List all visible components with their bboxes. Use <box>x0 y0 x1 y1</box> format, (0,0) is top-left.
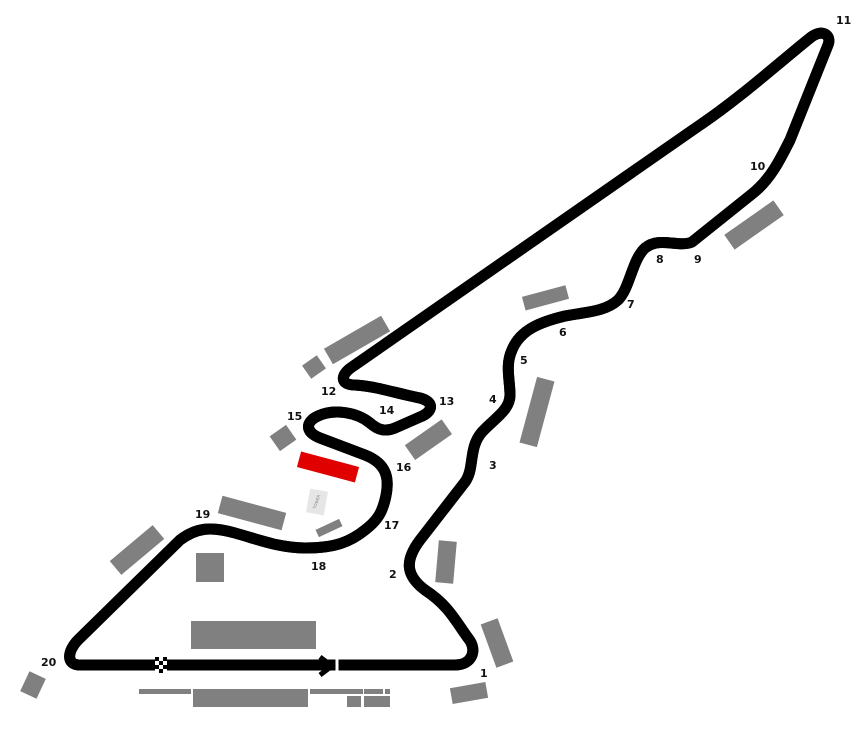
pit-building <box>139 689 191 694</box>
tower-label: TOWER <box>311 494 321 511</box>
turn-label: 15 <box>287 410 302 423</box>
grandstand <box>521 285 570 311</box>
grandstand <box>196 553 224 582</box>
grandstand <box>315 518 343 538</box>
grandstand <box>20 671 46 699</box>
direction-arrow-icon <box>318 655 335 677</box>
pit-building <box>364 689 383 694</box>
start-finish-line <box>155 657 167 674</box>
grandstand <box>269 424 297 452</box>
grandstand <box>404 419 453 460</box>
turn-label: 6 <box>559 326 567 339</box>
turn-label: 1 <box>480 667 488 680</box>
turn-label: 13 <box>439 395 454 408</box>
grandstand <box>302 355 326 379</box>
grandstand <box>519 376 555 448</box>
turn-label: 3 <box>489 459 497 472</box>
grandstand <box>480 618 514 668</box>
turn-label: 16 <box>396 461 412 474</box>
grandstand <box>449 681 489 705</box>
grandstand <box>435 540 457 584</box>
turn-label: 8 <box>656 253 664 266</box>
turn-label: 2 <box>389 568 397 581</box>
turn-label: 14 <box>379 404 395 417</box>
grandstand <box>109 525 165 575</box>
turn-label: 10 <box>750 160 766 173</box>
turn-label: 5 <box>520 354 528 367</box>
pit-building <box>364 696 390 707</box>
turn-label: 12 <box>321 385 336 398</box>
turn-label: 19 <box>195 508 210 521</box>
grandstand <box>724 200 784 250</box>
grandstand <box>323 315 391 365</box>
pit-building <box>310 689 363 694</box>
turn-label: 4 <box>489 393 497 406</box>
turn-label: 17 <box>384 519 399 532</box>
tower: TOWER <box>306 488 328 516</box>
turn-labels: 1 2 3 4 5 6 7 8 9 10 11 12 13 14 15 16 1… <box>41 14 851 680</box>
pit-building <box>385 689 390 694</box>
pit-building <box>193 689 308 707</box>
turn-label: 20 <box>41 656 57 669</box>
main-grandstand <box>191 621 316 649</box>
grandstand <box>217 495 287 531</box>
turn-label: 9 <box>694 253 702 266</box>
track <box>70 33 829 671</box>
grandstands: TOWER <box>20 200 784 707</box>
turn-label: 7 <box>627 298 635 311</box>
turn-label: 18 <box>311 560 326 573</box>
turn-label: 11 <box>836 14 851 27</box>
highlight-stand <box>296 451 360 483</box>
pit-building <box>347 696 361 707</box>
